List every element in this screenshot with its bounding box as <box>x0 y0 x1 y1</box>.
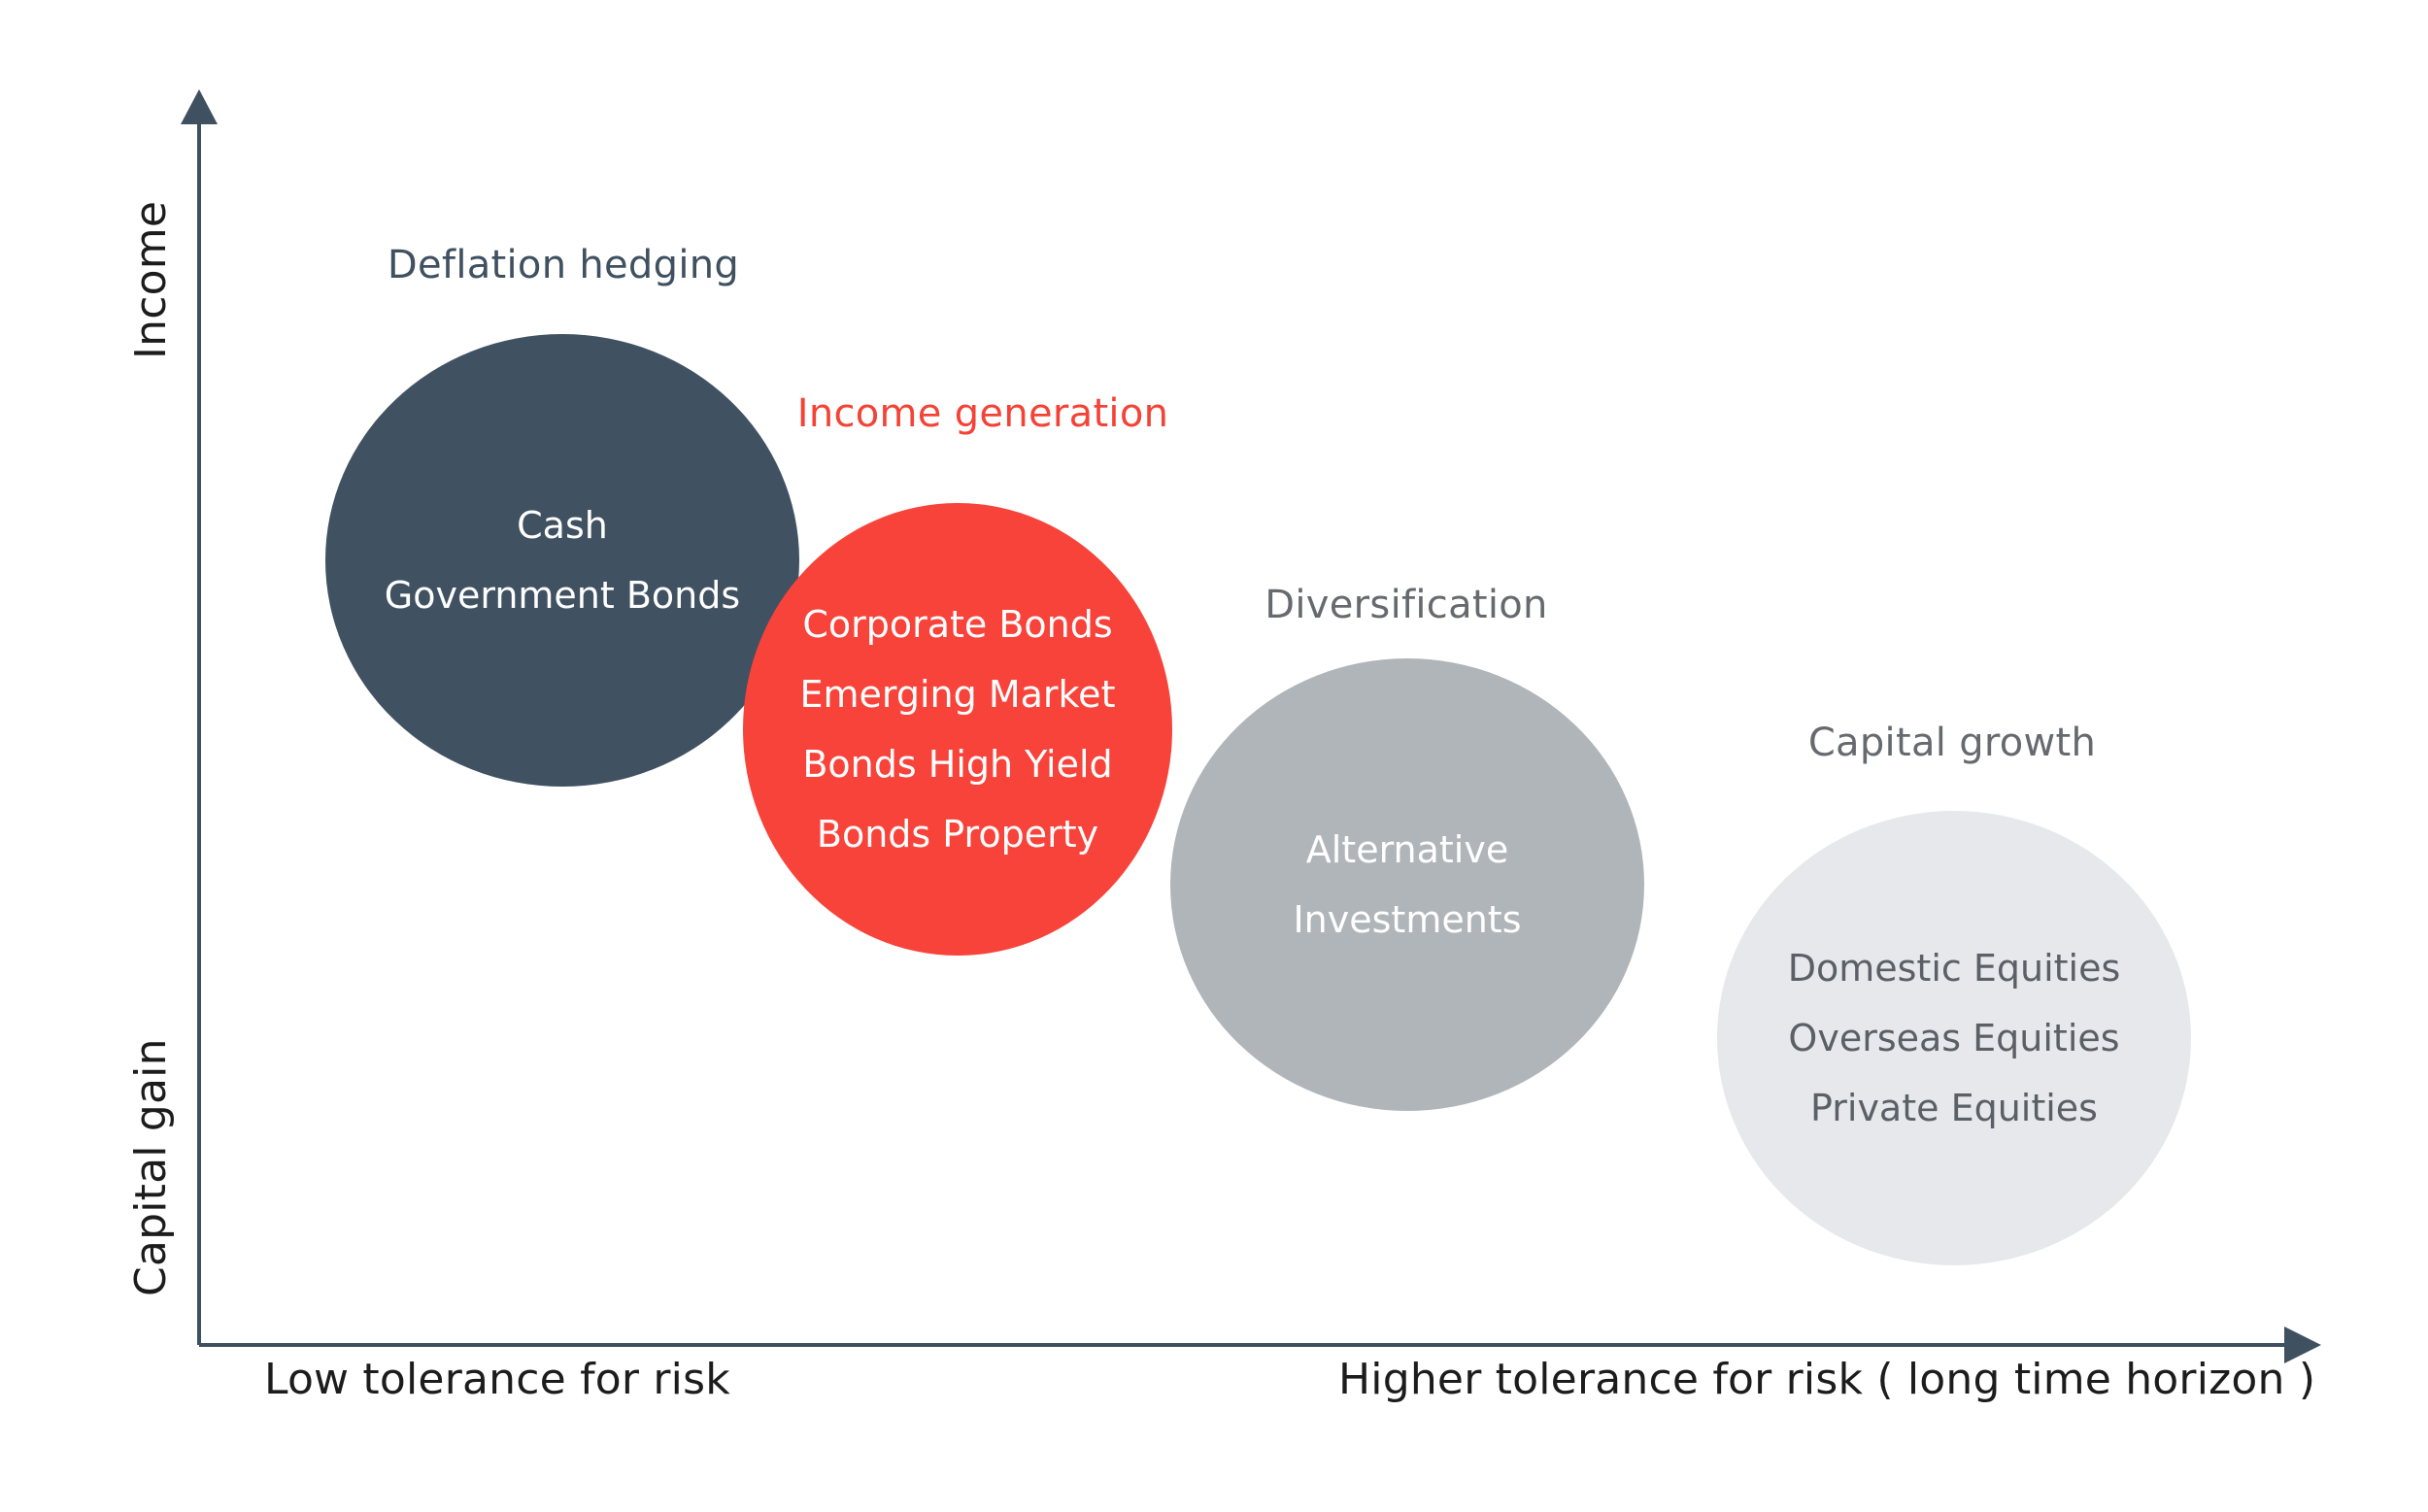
heading-income-generation: Income generation <box>796 391 1169 436</box>
bubble-item: Investments <box>1293 898 1522 941</box>
bubble-item: Bonds High Yield <box>802 743 1113 786</box>
heading-capital-growth: Capital growth <box>1807 721 2097 765</box>
bubble-item: Alternative <box>1305 828 1509 871</box>
bubble-diversification: Alternative Investments <box>1170 658 1644 1111</box>
bubble-capital-growth: Domestic Equities Overseas Equities Priv… <box>1717 811 2191 1265</box>
bubble-item: Cash <box>517 504 608 547</box>
x-axis-left-label: Low tolerance for risk <box>264 1355 730 1404</box>
heading-diversification: Diversification <box>1265 583 1548 627</box>
bubble-item: Government Bonds <box>384 574 741 617</box>
y-axis-top-label: Income <box>126 200 176 359</box>
bubble-item: Domestic Equities <box>1787 947 2121 990</box>
bubble-item: Emerging Market <box>799 673 1116 716</box>
bubble-item: Overseas Equities <box>1788 1017 2120 1059</box>
bubble-item: Corporate Bonds <box>802 603 1113 646</box>
heading-deflation-hedging: Deflation hedging <box>387 243 740 287</box>
bubble-item: Bonds Property <box>816 813 1099 856</box>
bubble-deflation-hedging: Cash Government Bonds <box>325 334 799 787</box>
bubble-income-generation: Corporate Bonds Emerging Market Bonds Hi… <box>743 503 1172 956</box>
y-axis-bottom-label: Capital gain <box>126 1038 176 1296</box>
y-axis-arrow <box>181 89 218 124</box>
bubble-item: Private Equities <box>1810 1087 2098 1129</box>
x-axis-arrow <box>2284 1327 2321 1363</box>
x-axis-right-label: Higher tolerance for risk ( long time ho… <box>1338 1355 2316 1404</box>
